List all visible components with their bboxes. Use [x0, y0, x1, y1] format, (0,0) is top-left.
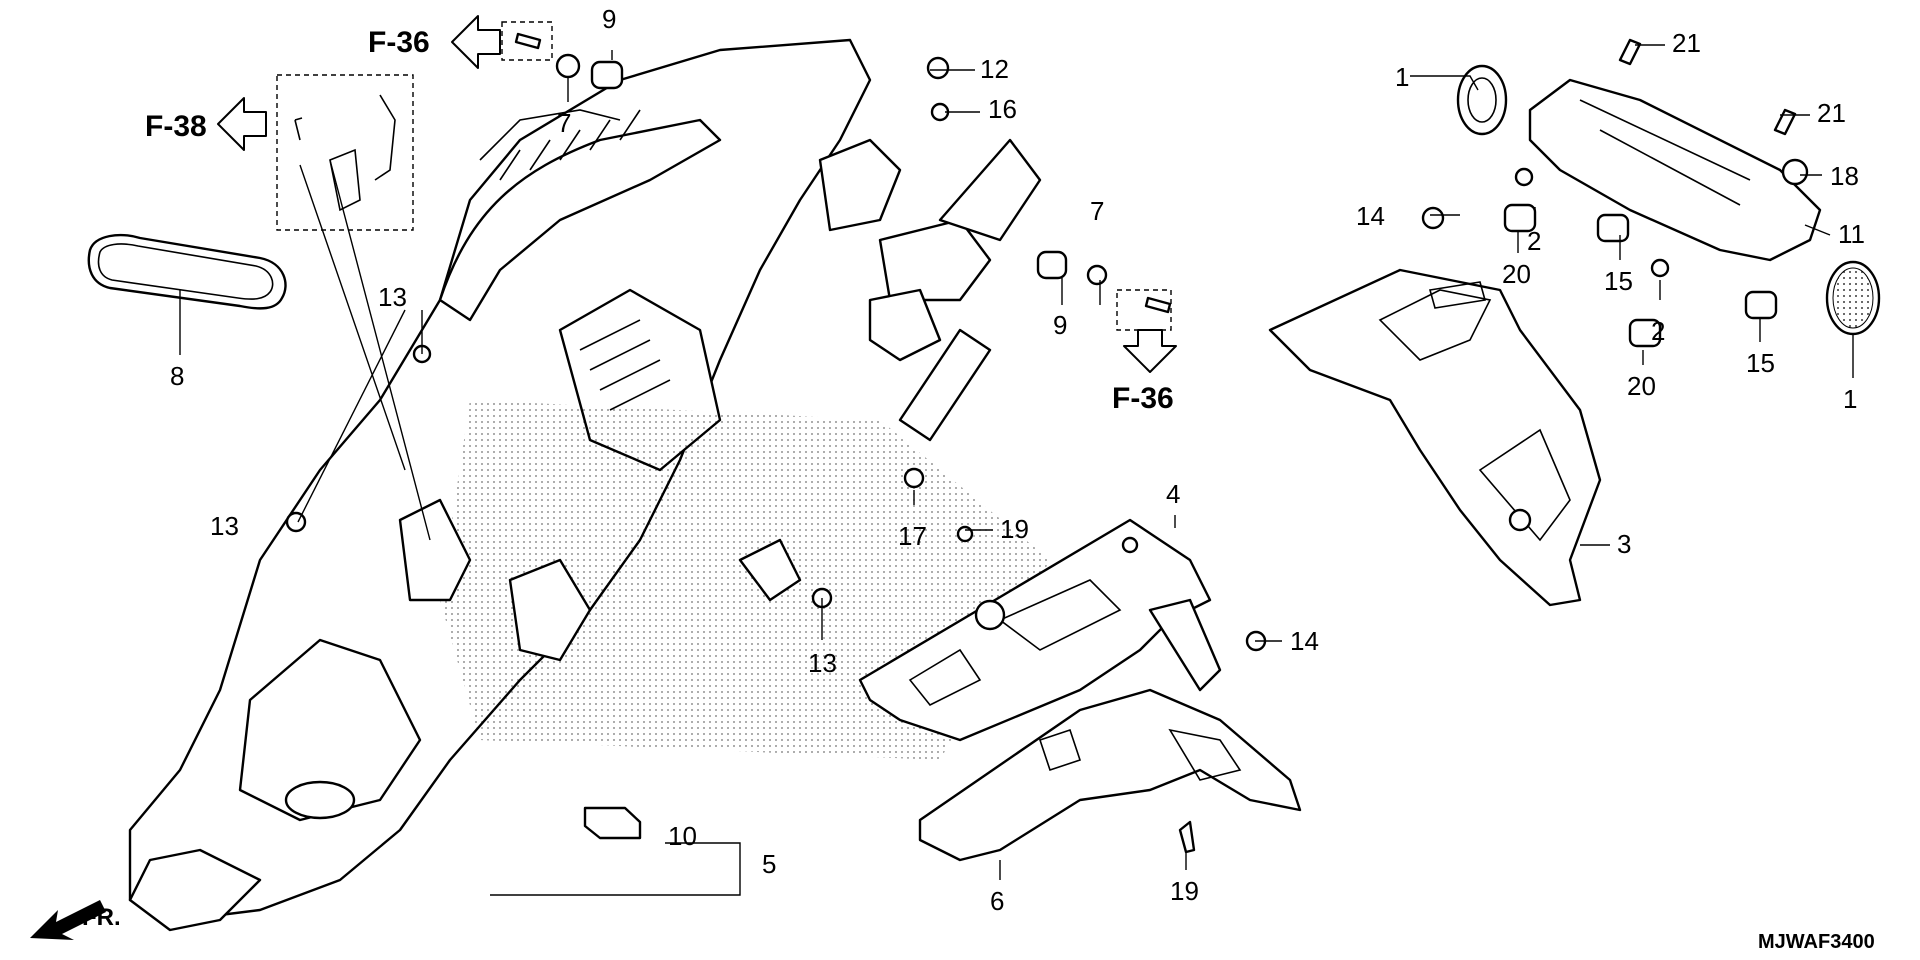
- arrow-reference-icon[interactable]: [451, 15, 501, 69]
- callout: 14: [1356, 201, 1385, 231]
- callout: 20: [1502, 259, 1531, 289]
- callout: 3: [1617, 529, 1631, 559]
- part-6-lower-fender[interactable]: [918, 688, 1302, 862]
- callout: 13: [808, 648, 837, 678]
- callout: 13: [378, 282, 407, 312]
- callout: 11: [1838, 219, 1865, 249]
- callout: 7: [557, 108, 571, 138]
- reference-labels: F-36 F-38 F-36: [145, 26, 1174, 415]
- callout: 15: [1604, 266, 1633, 296]
- callout: 9: [1053, 310, 1067, 340]
- callout-labels: 1 1 2 2 3 4 5 6 7 7 8 9 9 10 11 12 13 13…: [170, 4, 1865, 916]
- ref-f36-mid[interactable]: F-36: [1112, 382, 1174, 415]
- part-rear-fender[interactable]: [128, 38, 1050, 932]
- callout: 21: [1672, 28, 1701, 58]
- arrow-reference-icon[interactable]: [1123, 329, 1177, 373]
- callout: 18: [1830, 161, 1859, 191]
- part-4-bracket[interactable]: [858, 518, 1222, 742]
- callout: 2: [1527, 226, 1541, 256]
- ref-f36-top[interactable]: F-36: [368, 26, 430, 59]
- callout: 16: [988, 94, 1017, 124]
- callout: 1: [1843, 384, 1857, 414]
- callout: 2: [1651, 316, 1665, 346]
- ref-f38[interactable]: F-38: [145, 110, 207, 143]
- callout: 9: [602, 4, 616, 34]
- fasteners-left: [285, 32, 1172, 609]
- part-1-reflector-right[interactable]: [1825, 260, 1881, 336]
- detail-box-f38: [276, 74, 414, 231]
- front-label: FR.: [82, 904, 121, 931]
- callout: 20: [1627, 371, 1656, 401]
- part-8-band[interactable]: [87, 234, 287, 310]
- part-3-license-bracket[interactable]: [1268, 268, 1602, 607]
- callout: 15: [1746, 348, 1775, 378]
- callout: 5: [762, 849, 776, 879]
- callout: 19: [1170, 876, 1199, 906]
- callout: 10: [668, 821, 697, 851]
- arrow-reference-icon[interactable]: [217, 97, 267, 151]
- callout: 7: [1090, 196, 1104, 226]
- callout: 1: [1395, 62, 1409, 92]
- callout: 4: [1166, 479, 1180, 509]
- arrow-front-icon[interactable]: [30, 900, 106, 940]
- part-1-reflector-left[interactable]: [1456, 64, 1508, 136]
- part-11-reflector-bracket[interactable]: [1528, 78, 1822, 262]
- leader-lines: [179, 44, 1854, 896]
- diagram-code: MJWAF3400: [1758, 931, 1875, 953]
- callout: 6: [990, 886, 1004, 916]
- callout: 13: [210, 511, 239, 541]
- callout: 14: [1290, 626, 1319, 656]
- callout: 17: [898, 521, 927, 551]
- part-10-block[interactable]: [583, 806, 642, 840]
- detail-box-f36-top: [501, 21, 553, 61]
- callout: 19: [1000, 514, 1029, 544]
- callout: 21: [1817, 98, 1846, 128]
- callout: 12: [980, 54, 1009, 84]
- callout: 8: [170, 361, 184, 391]
- fasteners-right: [903, 38, 1809, 854]
